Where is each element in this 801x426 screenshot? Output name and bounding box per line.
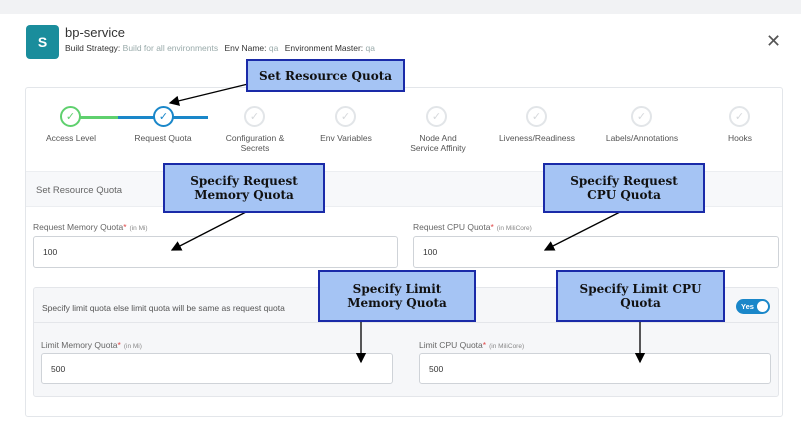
step-liveness-icon[interactable]: ✓	[526, 106, 547, 127]
limit-quota-prompt: Specify limit quota else limit quota wil…	[42, 303, 285, 313]
env-master-key: Environment Master:	[284, 43, 364, 53]
required-mark: *	[490, 222, 494, 232]
request-cpu-label: Request CPU Quota*(in MiliCore)	[413, 222, 532, 232]
stepper-progress-done	[70, 116, 160, 119]
step-label-liveness: Liveness/Readiness	[498, 133, 576, 143]
env-master-value: qa	[365, 43, 375, 53]
close-icon[interactable]: ✕	[766, 31, 782, 51]
step-labels-icon[interactable]: ✓	[631, 106, 652, 127]
step-label-request-quota: Request Quota	[134, 133, 192, 143]
step-env-variables-icon[interactable]: ✓	[335, 106, 356, 127]
request-memory-unit: (in Mi)	[129, 225, 148, 232]
callout-set-resource-quota: Set Resource Quota	[246, 59, 405, 92]
step-label-access-level: Access Level	[45, 133, 97, 143]
required-mark: *	[123, 222, 127, 232]
step-hooks-icon[interactable]: ✓	[729, 106, 750, 127]
required-mark: *	[117, 340, 121, 350]
request-cpu-label-text: Request CPU Quota	[413, 222, 491, 232]
step-label-env-variables: Env Variables	[320, 133, 372, 143]
step-label-hooks: Hooks	[727, 133, 753, 143]
step-access-level-icon[interactable]: ✓	[60, 106, 81, 127]
limit-memory-unit: (in Mi)	[123, 343, 142, 350]
limit-cpu-label-text: Limit CPU Quota	[419, 340, 483, 350]
limit-cpu-unit: (in MiliCore)	[489, 343, 525, 350]
env-name-value: qa	[268, 43, 279, 53]
step-request-quota-icon[interactable]: ✓	[153, 106, 174, 127]
request-memory-input[interactable]: 100	[33, 236, 398, 268]
build-strategy-value: Build for all environments	[122, 43, 219, 53]
limit-cpu-value: 500	[429, 363, 444, 374]
step-configuration-icon[interactable]: ✓	[244, 106, 265, 127]
service-meta: Build Strategy: Build for all environmen…	[65, 43, 379, 53]
limit-cpu-input[interactable]: 500	[419, 353, 771, 384]
toggle-knob	[757, 301, 768, 312]
step-label-node-affinity: Node And Service Affinity	[410, 133, 466, 153]
toggle-label: Yes	[741, 302, 754, 311]
top-bar	[0, 0, 801, 14]
step-node-affinity-icon[interactable]: ✓	[426, 106, 447, 127]
request-cpu-input[interactable]: 100	[413, 236, 779, 268]
limit-memory-input[interactable]: 500	[41, 353, 393, 384]
request-memory-label: Request Memory Quota*(in Mi)	[33, 222, 148, 232]
request-cpu-value: 100	[423, 247, 438, 257]
step-label-labels: Labels/Annotations	[605, 133, 679, 143]
env-name-key: Env Name:	[224, 43, 267, 53]
required-mark: *	[482, 340, 487, 350]
request-memory-value: 100	[43, 247, 58, 257]
service-name: bp-service	[65, 25, 125, 40]
build-strategy-key: Build Strategy:	[65, 43, 121, 53]
section-title: Set Resource Quota	[36, 185, 123, 196]
limit-quota-toggle[interactable]: Yes	[736, 299, 770, 314]
limit-quota-header: Specify limit quota else limit quota wil…	[34, 288, 778, 323]
request-cpu-unit: (in MiliCore)	[496, 225, 532, 232]
limit-memory-value: 500	[51, 363, 66, 374]
limit-memory-label-text: Limit Memory Quota	[41, 340, 118, 350]
request-memory-label-text: Request Memory Quota	[33, 222, 124, 232]
limit-cpu-label: Limit CPU Quota*(in MiliCore)	[419, 340, 524, 350]
limit-memory-label: Limit Memory Quota*(in Mi)	[41, 340, 142, 350]
step-label-configuration: Configuration & Secrets	[225, 133, 285, 153]
service-avatar: S	[26, 25, 59, 59]
